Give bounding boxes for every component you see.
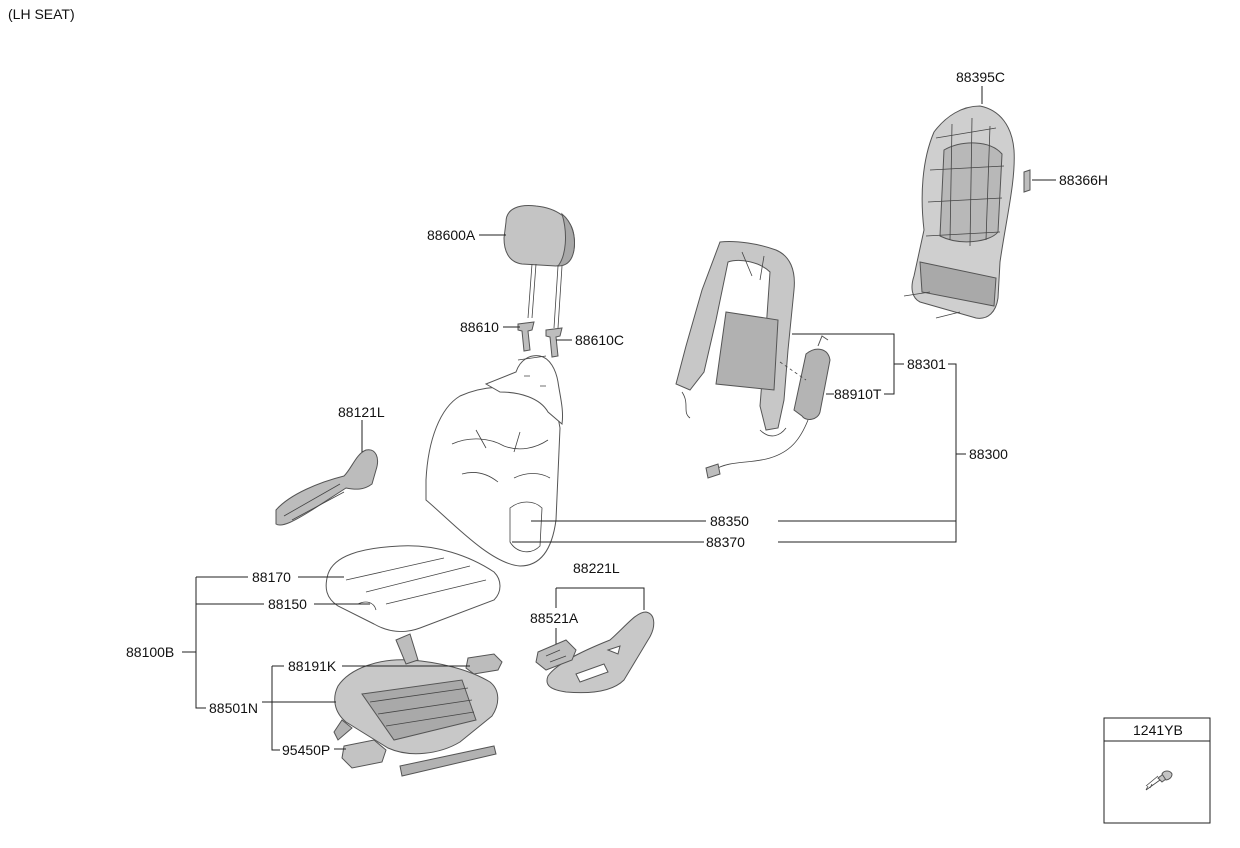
part-label-88366H: 88366H [1059,172,1108,188]
inset-title: 1241YB [1133,722,1183,738]
part-label-88610C: 88610C [575,332,624,348]
part-label-88395C: 88395C [956,69,1005,85]
part-label-88191K: 88191K [288,658,337,674]
part-label-88170: 88170 [252,569,291,585]
part-label-95450P: 95450P [282,742,330,758]
part-label-88600A: 88600A [427,227,476,243]
side-shield-drawing[interactable] [546,611,655,694]
clip-drawing[interactable] [1023,169,1031,193]
seat-back-cushion-drawing[interactable] [425,355,563,567]
seat-cushion-drawing[interactable] [325,545,501,632]
part-label-88121L: 88121L [338,404,385,420]
part-label-88610: 88610 [460,319,499,335]
part-label-88300: 88300 [969,446,1008,462]
headrest-guide-c-drawing[interactable] [545,327,563,358]
leader-lines [182,86,1056,751]
part-label-88100B: 88100B [126,644,174,660]
seat-frame-drawing[interactable] [333,633,499,777]
part-label-88370: 88370 [706,534,745,550]
screw-icon[interactable] [1145,770,1173,791]
diagram-title: (LH SEAT) [8,6,75,22]
part-label-88301: 88301 [907,356,946,372]
seat-switch-drawing[interactable] [535,639,577,671]
part-label-88350: 88350 [710,513,749,529]
part-label-88221L: 88221L [573,560,620,576]
part-label-88910T: 88910T [834,386,882,402]
side-airbag-drawing[interactable] [705,335,831,479]
armrest-drawing[interactable] [275,449,379,526]
seat-module-drawing[interactable] [465,653,503,675]
seat-back-cover-drawing[interactable] [903,105,1015,319]
part-label-88501N: 88501N [209,700,258,716]
headrest-drawing[interactable] [503,205,575,329]
part-label-88150: 88150 [268,596,307,612]
part-label-88521A: 88521A [530,610,579,626]
inset-box-1241YB: 1241YB [1103,717,1211,824]
control-unit-drawing[interactable] [341,739,387,769]
headrest-guide-drawing[interactable] [517,321,535,352]
seat-back-frame-drawing[interactable] [675,241,795,437]
